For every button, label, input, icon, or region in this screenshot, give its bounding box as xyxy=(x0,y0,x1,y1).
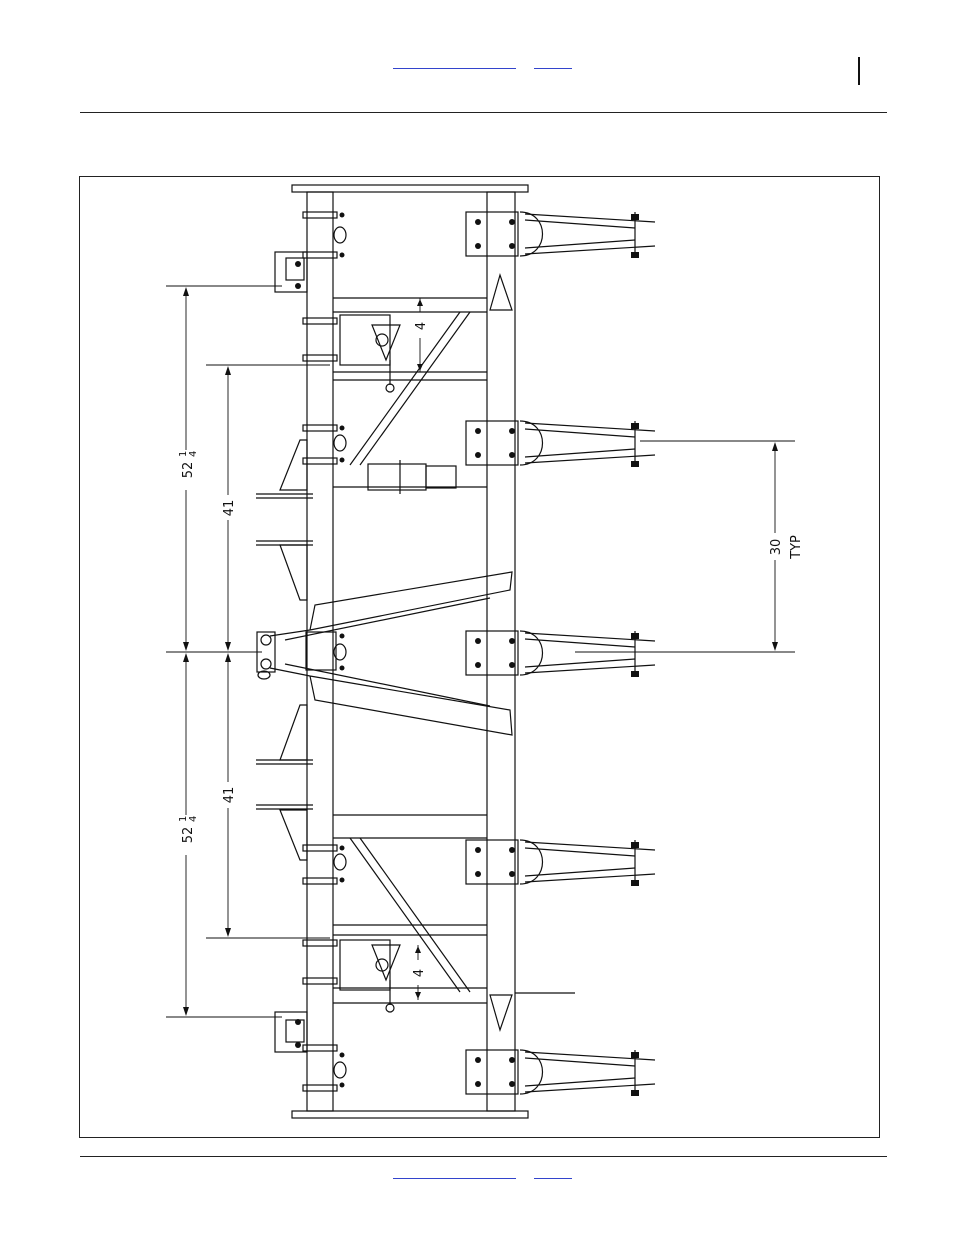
inner-span-upper-value: 41 xyxy=(222,500,237,517)
row-unit-mounts xyxy=(466,212,518,1094)
outer-span-upper-value: 52 xyxy=(181,462,196,479)
footer-link-left[interactable] xyxy=(393,1178,516,1179)
dimension-lines xyxy=(166,286,795,1017)
top-end-plate xyxy=(292,185,528,192)
front-toolbar xyxy=(307,192,333,1111)
outer-span-lower-value: 52 xyxy=(181,827,196,844)
outer-span-upper-denominator: 4 xyxy=(188,451,199,457)
row-spacing-note: TYP xyxy=(789,535,804,560)
row-spacing-value: 30 xyxy=(769,539,784,556)
row-unit-arms xyxy=(520,212,655,1094)
lower-offset-value: 4 xyxy=(412,969,427,977)
footer-rule xyxy=(80,1156,887,1157)
bottom-end-plate xyxy=(292,1111,528,1118)
outer-span-lower-denominator: 4 xyxy=(188,816,199,822)
rear-toolbar xyxy=(487,192,515,1111)
inner-span-lower-value: 41 xyxy=(222,787,237,804)
dimension-arrows xyxy=(183,287,778,1016)
upper-offset-value: 4 xyxy=(414,322,429,330)
footer-link-right[interactable] xyxy=(534,1178,572,1179)
